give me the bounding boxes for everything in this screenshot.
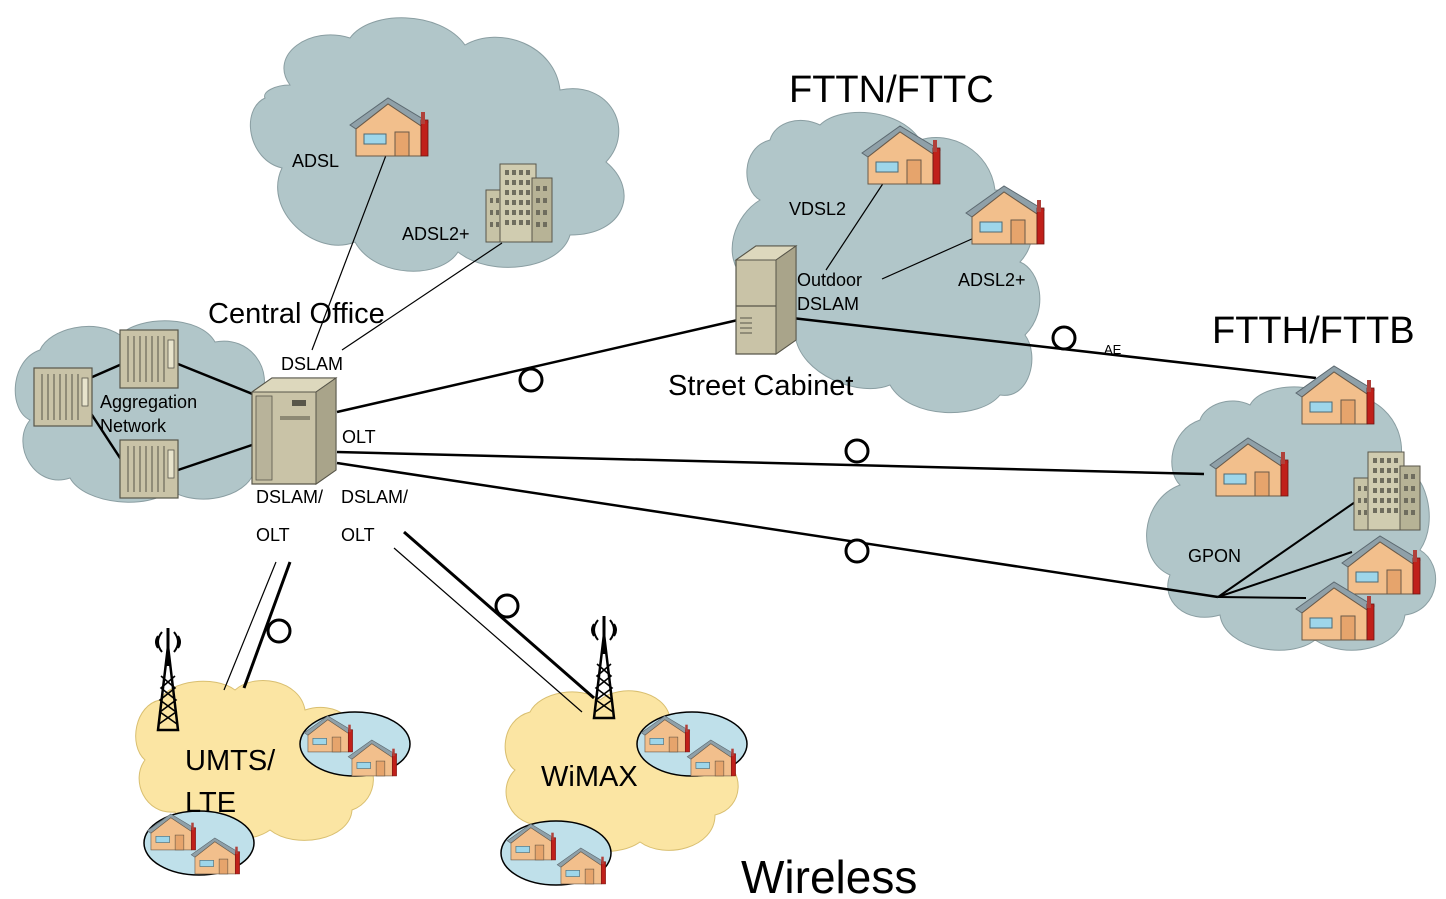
dslam-co-label: DSLAM — [281, 354, 343, 374]
ftth-fttb-title: FTTH/FTTB — [1212, 310, 1415, 352]
rack-icon — [119, 439, 179, 499]
umts-label-line1: UMTS/ — [185, 745, 276, 777]
links — [88, 149, 1359, 713]
gpon-label: GPON — [1188, 546, 1241, 566]
olt-label: OLT — [342, 427, 376, 447]
street-cabinet-server-icon — [734, 245, 798, 355]
adsl2plus-line — [341, 242, 503, 351]
marker-olt — [844, 438, 870, 464]
fiber-to-cabinet — [336, 318, 739, 414]
rack-icon — [33, 367, 93, 427]
marker-wimax — [494, 593, 520, 619]
olt-fiber-link — [336, 450, 1205, 476]
agg-link-1 — [89, 362, 123, 380]
gpon-trunk — [336, 461, 1219, 599]
adsl2plus-fttn-label: ADSL2+ — [958, 270, 1026, 290]
ae-label: AE — [1104, 342, 1122, 357]
wimax-label: WiMAX — [541, 761, 638, 793]
adsl-line — [311, 149, 389, 351]
gpon-branch-house-2 — [1217, 596, 1307, 599]
vdsl2-line — [825, 181, 885, 271]
dslam-olt-2-line2: OLT — [341, 525, 375, 545]
rack-icon — [119, 329, 179, 389]
adsl-label: ADSL — [292, 151, 339, 171]
gpon-branch-house — [1217, 551, 1353, 598]
fiber-markers — [266, 325, 1077, 644]
dslam-olt-server-icon — [250, 377, 338, 485]
dslam-olt-1-line1: DSLAM/ — [256, 487, 323, 507]
fttn-fttc-title: FTTN/FTTC — [789, 69, 994, 111]
marker-ae — [1051, 325, 1077, 351]
agg-link-4 — [177, 443, 253, 472]
wireless-label: Wireless — [741, 851, 917, 899]
house-icon — [1295, 365, 1375, 425]
gpon-branch-building — [1217, 499, 1359, 598]
agg-link-3 — [177, 362, 256, 397]
adsl2plus-co-label: ADSL2+ — [402, 224, 470, 244]
street-cabinet-label: Street Cabinet — [668, 370, 853, 402]
umts-link-b — [242, 561, 292, 689]
outdoor-dslam-line1: Outdoor — [797, 270, 862, 290]
aggregation-label-line2: Network — [100, 416, 167, 436]
outdoor-dslam-line2: DSLAM — [797, 294, 859, 314]
marker-umts — [266, 618, 292, 644]
umts-label-line2: LTE — [185, 787, 236, 819]
umts-lte-cloud — [135, 679, 374, 841]
wimax-link-a — [393, 547, 583, 713]
aggregation-label-line1: Aggregation — [100, 392, 197, 412]
central-office-label: Central Office — [208, 298, 385, 330]
dslam-olt-1-line2: OLT — [256, 525, 290, 545]
umts-link-a — [223, 561, 277, 691]
vdsl2-label: VDSL2 — [789, 199, 846, 219]
adsl2plus-fttn-line — [881, 237, 975, 280]
marker-gpon — [844, 538, 870, 564]
agg-link-2 — [88, 411, 126, 465]
ae-link — [791, 316, 1317, 380]
marker-cabinet — [518, 367, 544, 393]
dslam-olt-2-line1: DSLAM/ — [341, 487, 408, 507]
